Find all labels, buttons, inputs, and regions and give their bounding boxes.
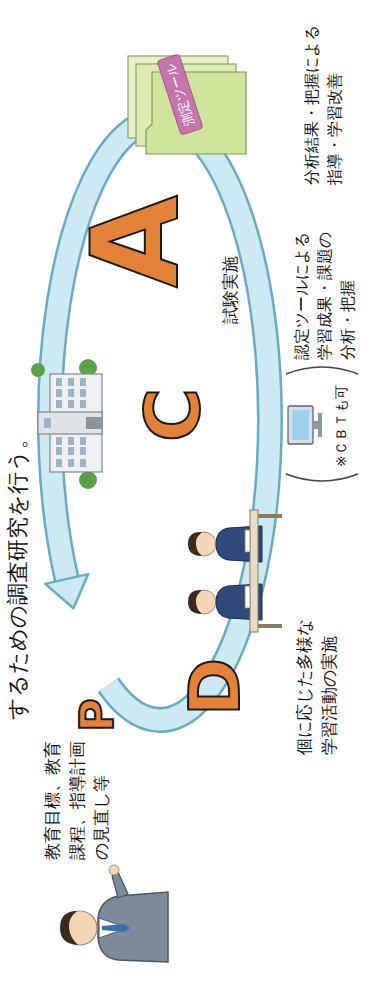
cycle-letter: P (74, 698, 120, 732)
student-hair (188, 532, 202, 556)
monitor (288, 406, 313, 444)
desk-leg (258, 624, 282, 628)
monitor-stand (313, 421, 318, 429)
act-text: 分析結果・把握による指導・学習改善 (300, 22, 346, 185)
header-text: するための調査研究を行う。 (2, 427, 34, 720)
student-hair (188, 590, 202, 614)
teacher-figure (60, 865, 168, 962)
teacher-hair (60, 911, 78, 945)
computer-icon (288, 406, 322, 444)
check-text: 認定ツールによる学習成果・課題の分析・把握 (290, 229, 360, 360)
school-building (31, 359, 102, 489)
cycle-letter: D (180, 658, 250, 716)
paper (245, 530, 250, 552)
tree (79, 471, 97, 489)
desk-leg (258, 514, 282, 518)
monitor-base (318, 413, 322, 437)
monitor-screen (292, 410, 309, 440)
student-desk (250, 510, 258, 632)
teacher-arm (112, 872, 128, 898)
teacher-suit (98, 892, 168, 962)
building-tower (38, 412, 102, 434)
teacher-tie (102, 924, 130, 932)
bracket (286, 367, 358, 374)
plan-text: 教育目標、教育課程、指導計画の見直し等 (40, 738, 114, 860)
bracket (286, 474, 358, 481)
do-text: 個に応じた多様な学習活動の実施 (292, 616, 341, 755)
students-figure (188, 510, 282, 632)
tree (31, 363, 45, 377)
cycle-letter: A (76, 195, 196, 288)
cycle-letter: C (136, 388, 210, 442)
building-windows (44, 378, 86, 467)
folder-icon (128, 56, 246, 154)
ring-arrowhead (45, 574, 88, 608)
note-text: ※ＣＢＴも可 (331, 385, 351, 467)
paper (245, 586, 250, 608)
test-text: 試験実施 (218, 256, 243, 324)
building-door (86, 417, 102, 429)
teacher-hand (109, 865, 119, 875)
